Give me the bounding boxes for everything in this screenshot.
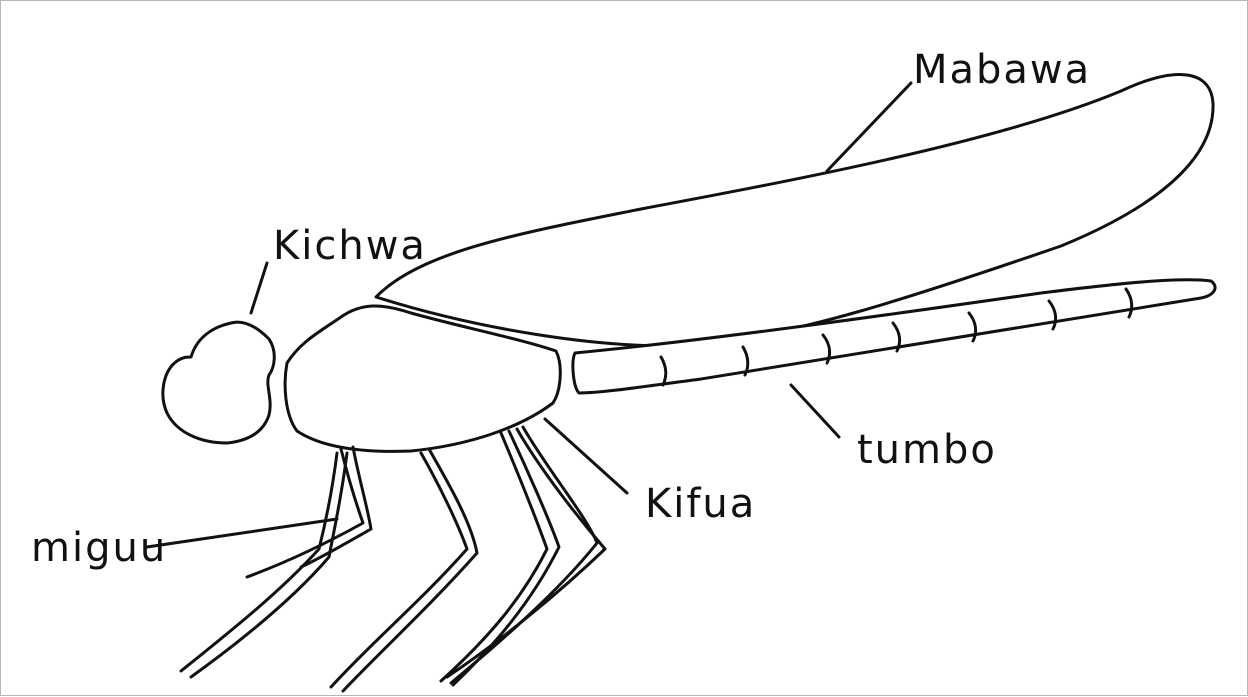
label-thorax: Kifua — [645, 481, 756, 527]
leader-legs — [147, 519, 337, 547]
label-wings: Mabawa — [913, 47, 1091, 93]
leader-head — [251, 263, 267, 313]
label-legs: miguu — [31, 525, 167, 571]
label-head: Kichwa — [273, 223, 427, 269]
leader-abdomen — [791, 385, 839, 437]
head-shape — [163, 322, 274, 443]
label-abdomen: tumbo — [857, 427, 997, 473]
legs — [181, 427, 605, 691]
